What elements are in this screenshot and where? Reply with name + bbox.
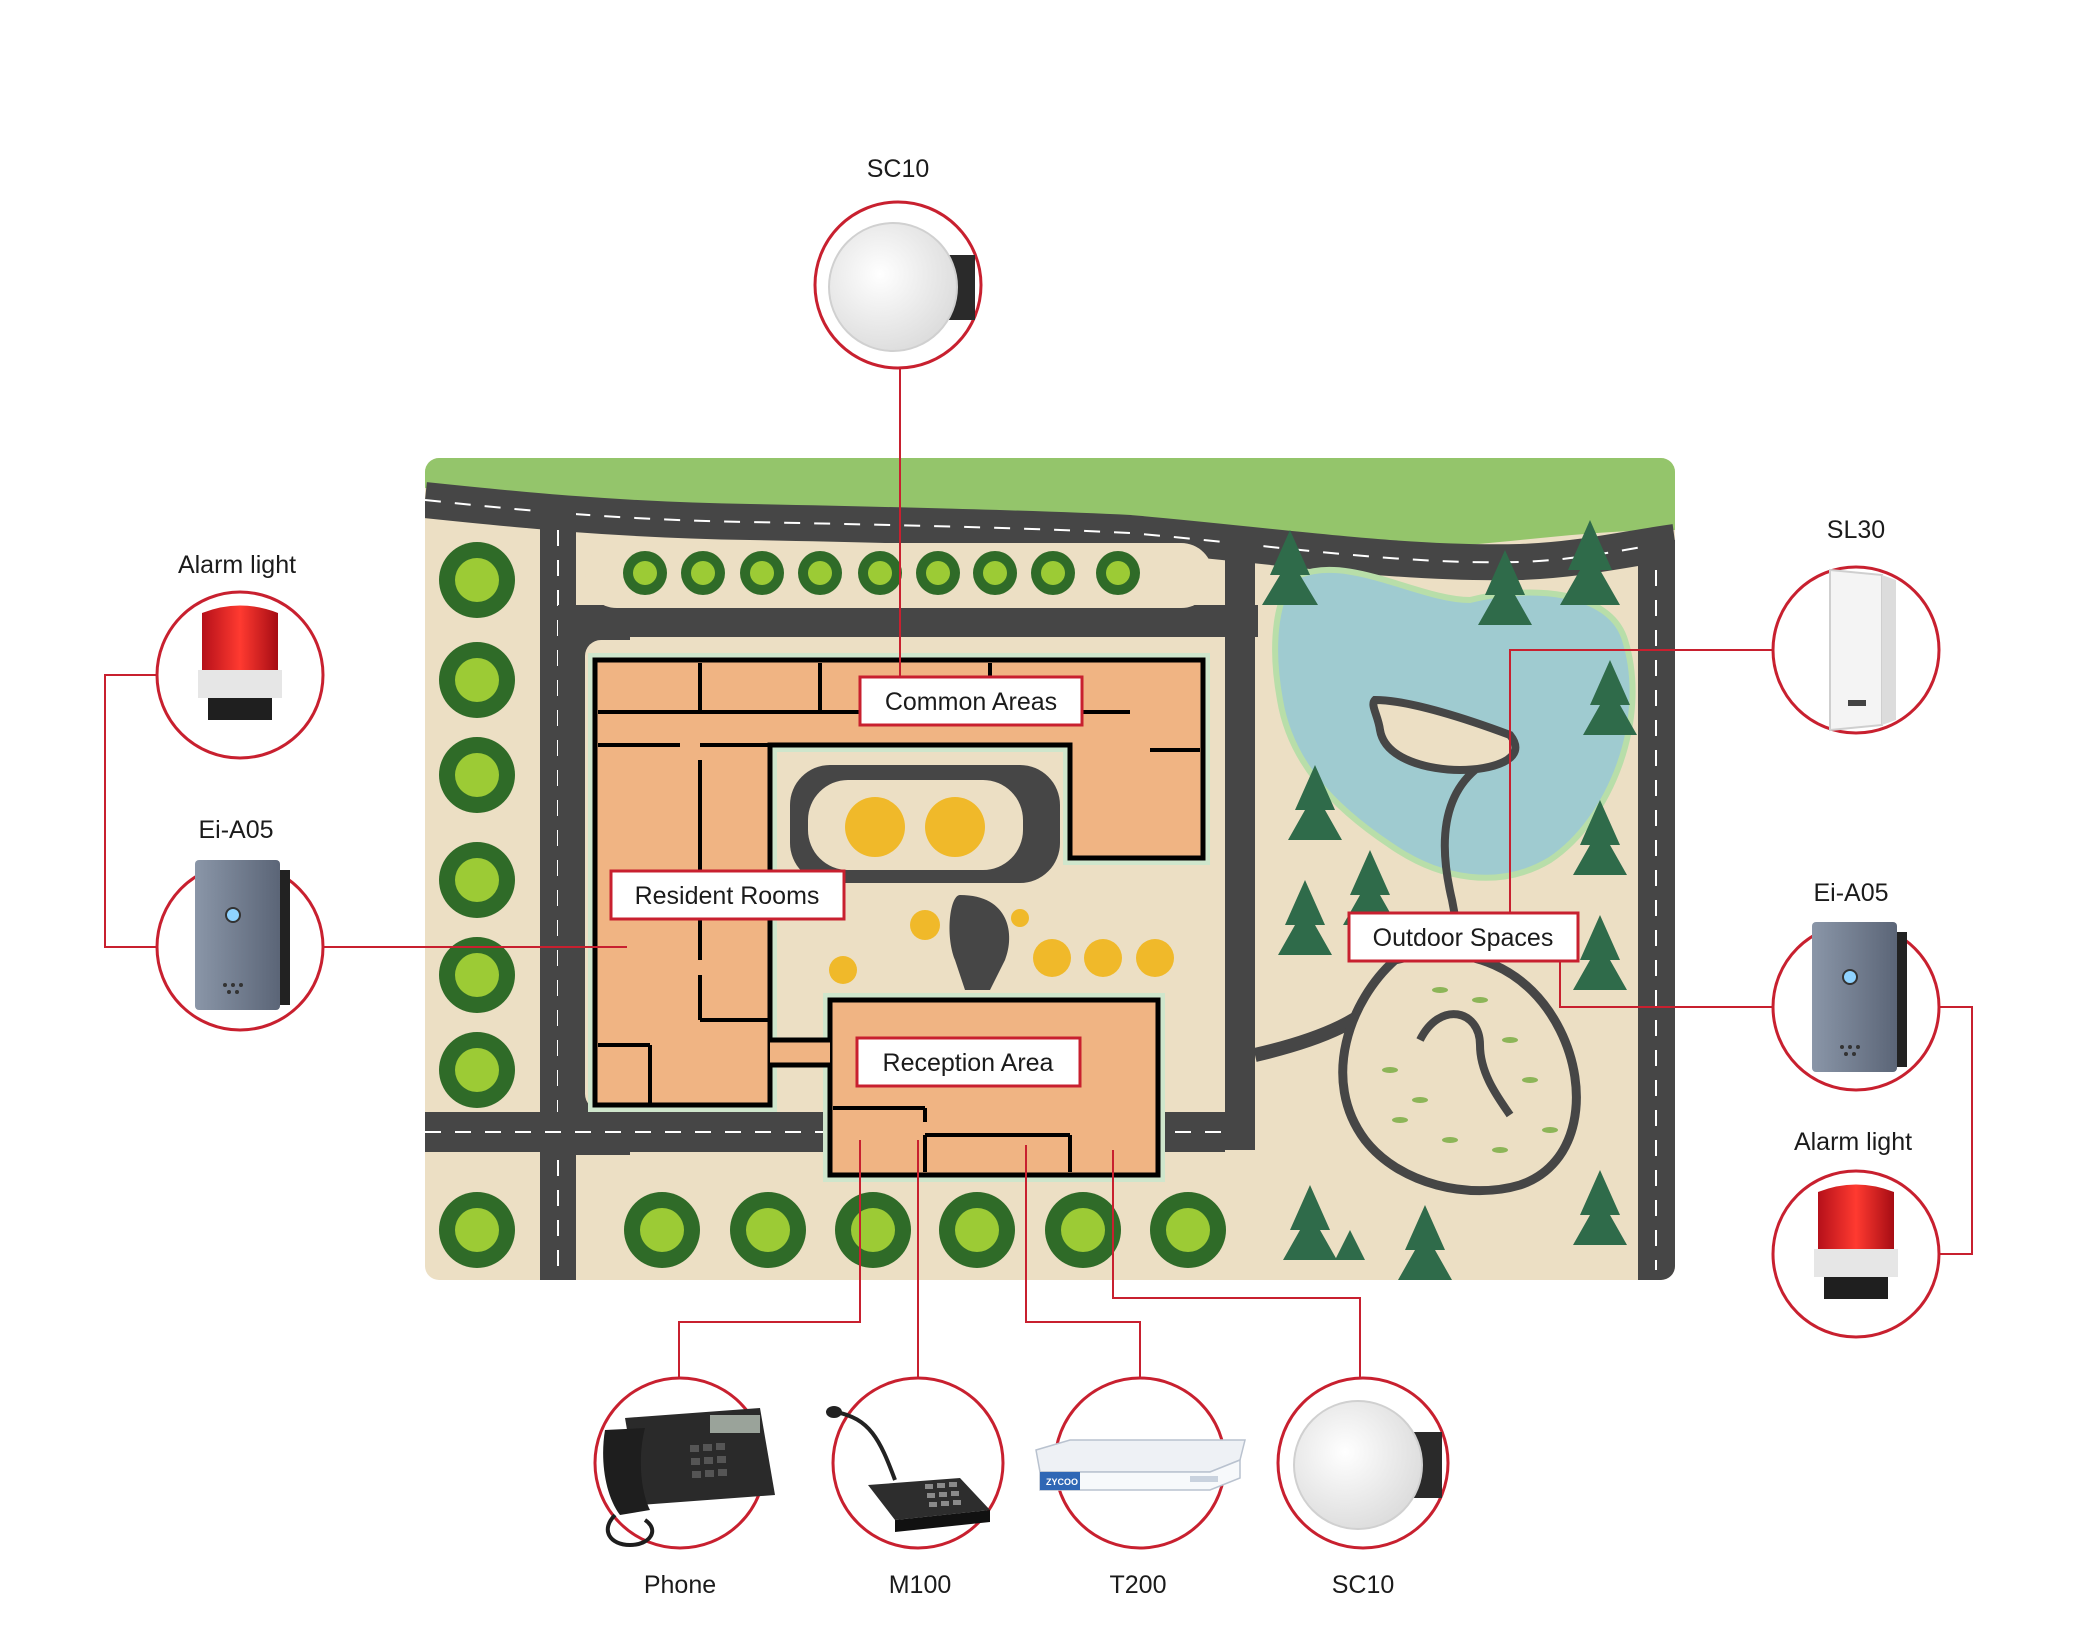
device-label: SC10: [867, 155, 930, 183]
device-label: Ei-A05: [1813, 879, 1888, 907]
device-label: Ei-A05: [198, 816, 273, 844]
device-right-speaker: SL30: [1771, 516, 1941, 735]
device-bottom-speaker: SC10: [1276, 1376, 1450, 1599]
device-right-alarm: Alarm light: [1771, 1128, 1941, 1339]
device-phone: Phone: [593, 1376, 775, 1599]
svg-text:Reception Area: Reception Area: [883, 1049, 1054, 1077]
area-label-outdoor: Outdoor Spaces: [1347, 911, 1580, 963]
ceiling-speaker-icon: [828, 222, 975, 352]
grass-strip: [425, 458, 1675, 549]
area-label-common: Common Areas: [858, 675, 1084, 727]
device-right-intercom: Ei-A05: [1771, 879, 1941, 1092]
connector-lines: [104, 367, 1973, 1378]
garden-loop: [1338, 949, 1581, 1196]
device-label: M100: [889, 1571, 952, 1599]
round-trees: [439, 542, 1226, 1268]
alarm-light-icon: [198, 605, 282, 720]
device-label: Phone: [644, 1571, 716, 1599]
device-label: SC10: [1332, 1571, 1395, 1599]
ceiling-speaker-icon: [1293, 1400, 1442, 1530]
desk-phone-icon: [603, 1408, 775, 1548]
intercom-panel-icon: [1812, 922, 1907, 1072]
svg-text:Common Areas: Common Areas: [885, 688, 1057, 716]
device-mic: M100: [826, 1376, 1005, 1599]
area-label-reception: Reception Area: [855, 1036, 1082, 1088]
device-label: SL30: [1827, 516, 1885, 544]
alarm-light-icon: [1814, 1184, 1898, 1299]
pine-trees: [1262, 520, 1637, 1280]
site-map: [425, 458, 1675, 1280]
column-speaker-icon: [1829, 568, 1896, 732]
network-gateway-icon: ZYCOO: [1035, 1439, 1246, 1491]
device-left-intercom: Ei-A05: [155, 816, 325, 1032]
device-gateway: ZYCOO T200: [1035, 1376, 1246, 1599]
device-top-speaker: SC10: [813, 155, 983, 370]
device-label: T200: [1110, 1571, 1167, 1599]
intercom-panel-icon: [195, 860, 290, 1010]
device-left-alarm: Alarm light: [155, 551, 325, 760]
paging-microphone-icon: [826, 1406, 990, 1532]
park: [1272, 567, 1636, 1196]
svg-text:Resident Rooms: Resident Rooms: [635, 882, 820, 910]
device-label: Alarm light: [1794, 1128, 1912, 1156]
area-label-resident: Resident Rooms: [609, 869, 846, 921]
svg-text:Outdoor Spaces: Outdoor Spaces: [1373, 924, 1554, 952]
brand-logo-text: ZYCOO: [1046, 1477, 1078, 1487]
device-label: Alarm light: [178, 551, 296, 579]
